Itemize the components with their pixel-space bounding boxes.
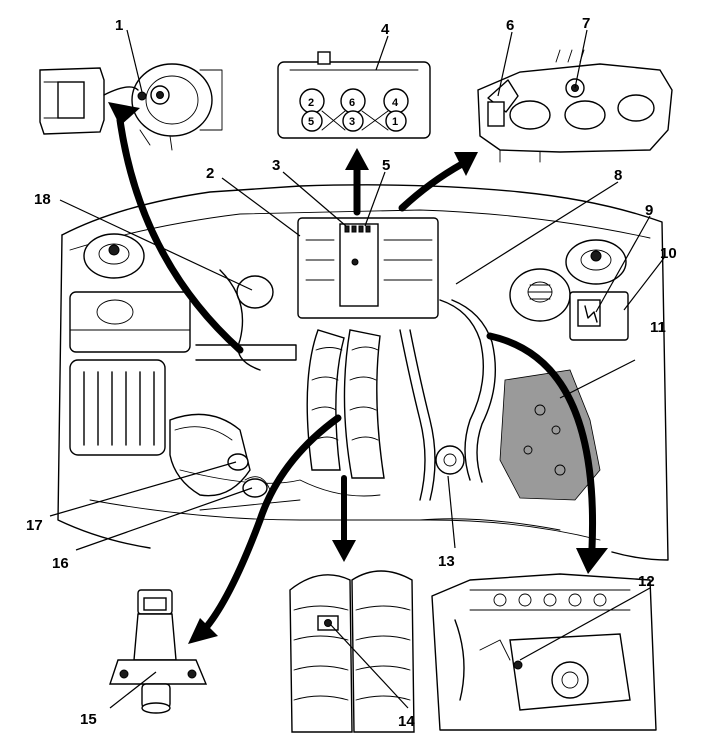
callout-17: 17 [26, 517, 43, 534]
callout-1: 1 [115, 17, 123, 34]
coil-number-6: 1 [392, 116, 398, 128]
arrow-to-valve [188, 618, 218, 644]
arrow-to-engine-side [576, 548, 608, 574]
detail-intake-manifold [477, 49, 673, 163]
arrow-to-alternator [108, 102, 140, 126]
callout-3: 3 [272, 157, 280, 174]
callout-4: 4 [381, 21, 390, 38]
callout-11: 11 [650, 319, 666, 336]
callout-18: 18 [34, 191, 51, 208]
callout-8: 8 [614, 167, 622, 184]
coil-number-1: 2 [308, 97, 314, 109]
arrow-to-manifold [454, 152, 478, 176]
arrow-to-intake-hoses [332, 540, 356, 562]
callout-12: 12 [638, 573, 655, 590]
callout-7: 7 [582, 15, 590, 32]
coil-number-5: 3 [349, 116, 355, 128]
callout-16: 16 [52, 555, 69, 572]
callout-6: 6 [506, 17, 514, 34]
callout-5: 5 [382, 157, 390, 174]
coil-number-3: 4 [392, 97, 399, 109]
detail-alternator [39, 63, 223, 151]
callout-2: 2 [206, 165, 214, 182]
detail-coil-pack: 2 6 4 5 3 1 [277, 51, 431, 139]
detail-valve [109, 589, 208, 714]
callout-numbers: 1 2 3 4 5 6 7 8 9 10 11 12 13 14 15 16 1… [26, 15, 677, 730]
callout-13: 13 [438, 553, 455, 570]
detail-intake-hoses [289, 570, 415, 733]
detail-engine-side [431, 573, 657, 731]
coil-number-4: 5 [308, 116, 314, 128]
callout-15: 15 [80, 711, 97, 728]
coil-towers [299, 88, 409, 132]
coil-number-2: 6 [349, 97, 355, 109]
arrow-to-coil-pack [345, 148, 369, 170]
leader-lines [49, 29, 665, 709]
callout-9: 9 [645, 202, 653, 219]
callout-14: 14 [398, 713, 415, 730]
callout-10: 10 [660, 245, 677, 262]
engine-bay-main [57, 184, 669, 561]
